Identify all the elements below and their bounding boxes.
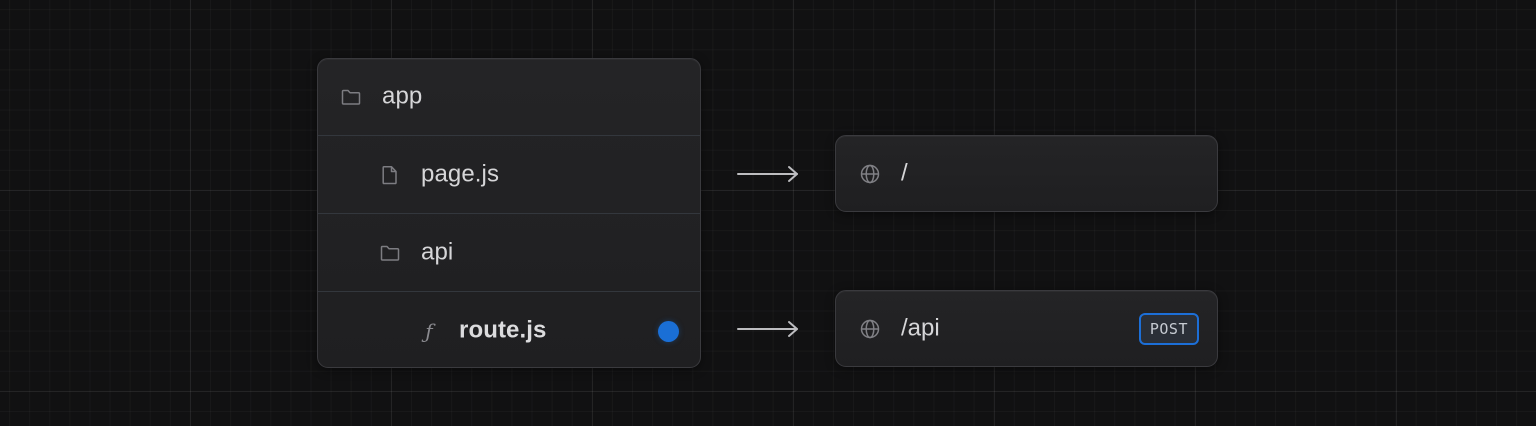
tree-item-label: page.js xyxy=(421,159,500,187)
http-method-badge: POST xyxy=(1138,312,1199,345)
arrow-right-icon xyxy=(737,319,799,339)
tree-item-label: app xyxy=(382,82,423,110)
tree-item-page-js[interactable]: page.js xyxy=(318,135,700,213)
tree-item-api[interactable]: api xyxy=(318,213,700,291)
active-indicator-dot xyxy=(658,320,679,342)
folder-icon xyxy=(379,242,401,264)
tree-item-label: route.js xyxy=(459,315,547,343)
route-card-root[interactable]: / xyxy=(835,135,1218,212)
file-tree-panel: app page.js api ƒ route.js xyxy=(317,58,701,368)
globe-icon xyxy=(859,163,881,185)
route-path: / xyxy=(901,158,908,186)
globe-icon xyxy=(859,318,881,340)
route-card-api[interactable]: /api POST xyxy=(835,290,1218,367)
function-icon: ƒ xyxy=(425,318,433,343)
arrow-right-icon xyxy=(737,164,799,184)
folder-icon xyxy=(340,86,362,108)
tree-item-label: api xyxy=(421,237,454,265)
file-icon xyxy=(379,164,401,186)
tree-item-route-js[interactable]: ƒ route.js xyxy=(318,291,700,367)
tree-item-app[interactable]: app xyxy=(318,59,700,135)
route-path: /api xyxy=(901,313,940,341)
